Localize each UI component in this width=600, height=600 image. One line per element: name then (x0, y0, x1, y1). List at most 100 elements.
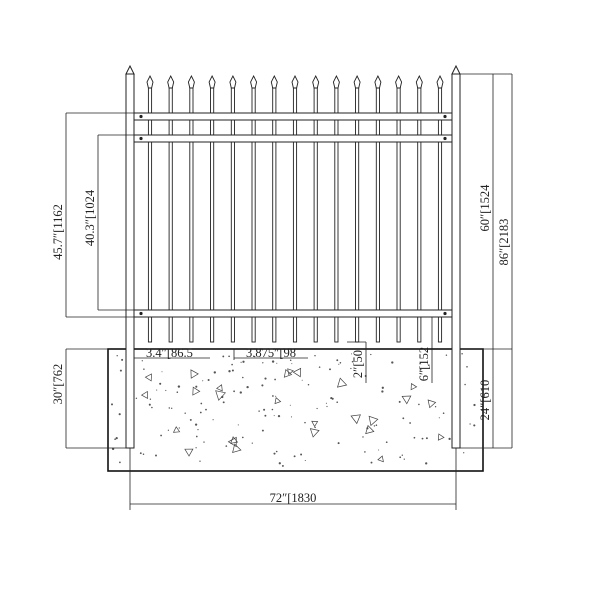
concrete-dot (293, 455, 296, 458)
concrete-dot (241, 436, 244, 439)
concrete-dot (184, 412, 186, 414)
concrete-dot (442, 412, 445, 415)
concrete-dot (222, 401, 225, 404)
concrete-dot (156, 389, 158, 391)
concrete-dot (258, 410, 260, 412)
concrete-aggregate (140, 390, 148, 400)
concrete-dot (139, 452, 142, 455)
concrete-dot (262, 362, 264, 364)
right-post (451, 64, 461, 449)
concrete-dot (207, 378, 210, 382)
concrete-dot (427, 364, 430, 367)
concrete-dot (225, 445, 228, 447)
concrete-dot (263, 408, 266, 411)
concrete-aggregate (377, 455, 384, 463)
concrete-dot (413, 436, 416, 439)
concrete-dot (251, 442, 253, 444)
concrete-dot (464, 383, 466, 386)
concrete-dot (212, 419, 214, 421)
concrete-dot (222, 355, 225, 358)
concrete-dot (401, 454, 403, 456)
concrete-aggregate (309, 428, 320, 438)
concrete-dot (385, 441, 388, 444)
concrete-dot (448, 437, 451, 441)
concrete-dot (178, 427, 180, 429)
picket (312, 74, 320, 343)
concrete-dot (398, 400, 401, 403)
concrete-dot (228, 355, 230, 358)
concrete-dot (301, 379, 303, 381)
concrete-dot (461, 353, 463, 355)
concrete-dot (168, 407, 171, 409)
concrete-aggregate (190, 369, 199, 379)
concrete-dot (202, 380, 204, 382)
concrete-dot (119, 461, 121, 464)
concrete-dot (195, 447, 197, 449)
concrete-dot (264, 377, 267, 380)
pickets (146, 74, 444, 343)
concrete-dot (326, 405, 328, 408)
concrete-dot (254, 356, 256, 358)
post-width-label: 3.4″[86.5 (146, 346, 193, 360)
concrete-footing (107, 348, 484, 472)
concrete-dot (119, 369, 122, 372)
concrete-dot (176, 391, 179, 393)
concrete-dot (148, 403, 151, 406)
concrete-dot (142, 453, 145, 456)
concrete-dot (231, 363, 233, 366)
concrete-aggregate (287, 368, 294, 376)
picket-spacing-label: 3.875″[98 (246, 346, 296, 360)
concrete-dot (419, 363, 421, 365)
concrete-dot (330, 397, 333, 400)
dimension-lines (65, 73, 513, 510)
concrete-dot (273, 415, 275, 417)
concrete-dot (177, 385, 181, 388)
concrete-dot (336, 401, 339, 404)
concrete-dot (143, 368, 145, 370)
picket (395, 74, 403, 343)
concrete-dot (114, 438, 116, 441)
concrete-aggregate (365, 424, 375, 435)
picket (291, 74, 299, 343)
concrete-dot (118, 413, 121, 416)
concrete-dot (425, 462, 428, 465)
picket (332, 74, 340, 343)
concrete-dot (381, 386, 384, 389)
concrete-dot (304, 459, 306, 462)
concrete-dot (364, 451, 366, 453)
rail-bolts (139, 114, 447, 316)
concrete-dot (381, 390, 384, 393)
concrete-aggregate (336, 377, 348, 388)
concrete-dot (350, 353, 353, 355)
concrete-dot (473, 424, 476, 427)
concrete-dot (195, 385, 198, 388)
concrete-aggregate (410, 382, 418, 391)
concrete-dot (149, 398, 152, 400)
concrete-dot (314, 354, 316, 357)
picket (167, 74, 175, 343)
concrete-dot (281, 464, 284, 467)
concrete-dot (242, 360, 245, 363)
top-rail (133, 112, 453, 143)
picket (374, 74, 382, 343)
concrete-dot (373, 425, 376, 427)
concrete-dot (261, 429, 264, 432)
concrete-dot (110, 403, 114, 406)
concrete-dot (466, 365, 468, 368)
concrete-dot (434, 406, 437, 408)
concrete-aggregate (283, 368, 293, 378)
concrete-aggregate (292, 367, 302, 378)
concrete-dot (274, 378, 276, 381)
concrete-dot (469, 423, 471, 425)
concrete-dot (314, 426, 316, 429)
concrete-aggregate (216, 384, 223, 392)
concrete-dot (316, 407, 318, 410)
picket (208, 74, 216, 343)
concrete-dot (318, 366, 321, 368)
concrete-dot (151, 406, 153, 409)
below-grade-label: 6″[152 (417, 347, 431, 381)
concrete-speckles (110, 353, 476, 467)
bottom-clearance-label: 2″[50 (351, 350, 365, 378)
concrete-dot (421, 437, 424, 440)
